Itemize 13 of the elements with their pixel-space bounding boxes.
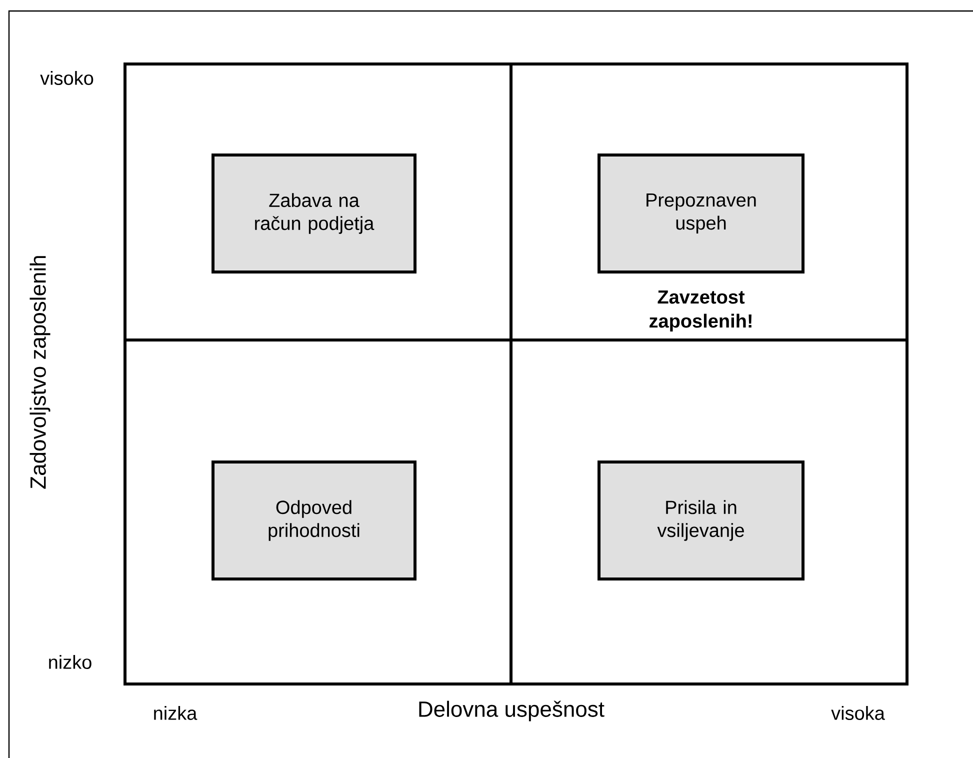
axis-label: nizko [49, 655, 92, 669]
matrix-cell [124, 62, 512, 342]
matrix-cell [510, 338, 909, 686]
axis-label: nizka [154, 706, 198, 720]
matrix-cell [124, 338, 512, 686]
axis-title: Zadovoljstvo zaposlenih [30, 256, 50, 489]
quadrant-box: Prisila in vsiljevanje [598, 460, 805, 580]
quadrant-box: Prepoznaven uspeh [598, 154, 805, 274]
axis-label: visoko [40, 71, 94, 85]
quadrant-box: Zabava na račun podjetja [212, 154, 416, 274]
axis-title: Delovna uspešnost [419, 700, 604, 722]
axis-label: visoka [831, 706, 885, 720]
quadrant-box: Odpoved prihodnosti [212, 460, 416, 580]
